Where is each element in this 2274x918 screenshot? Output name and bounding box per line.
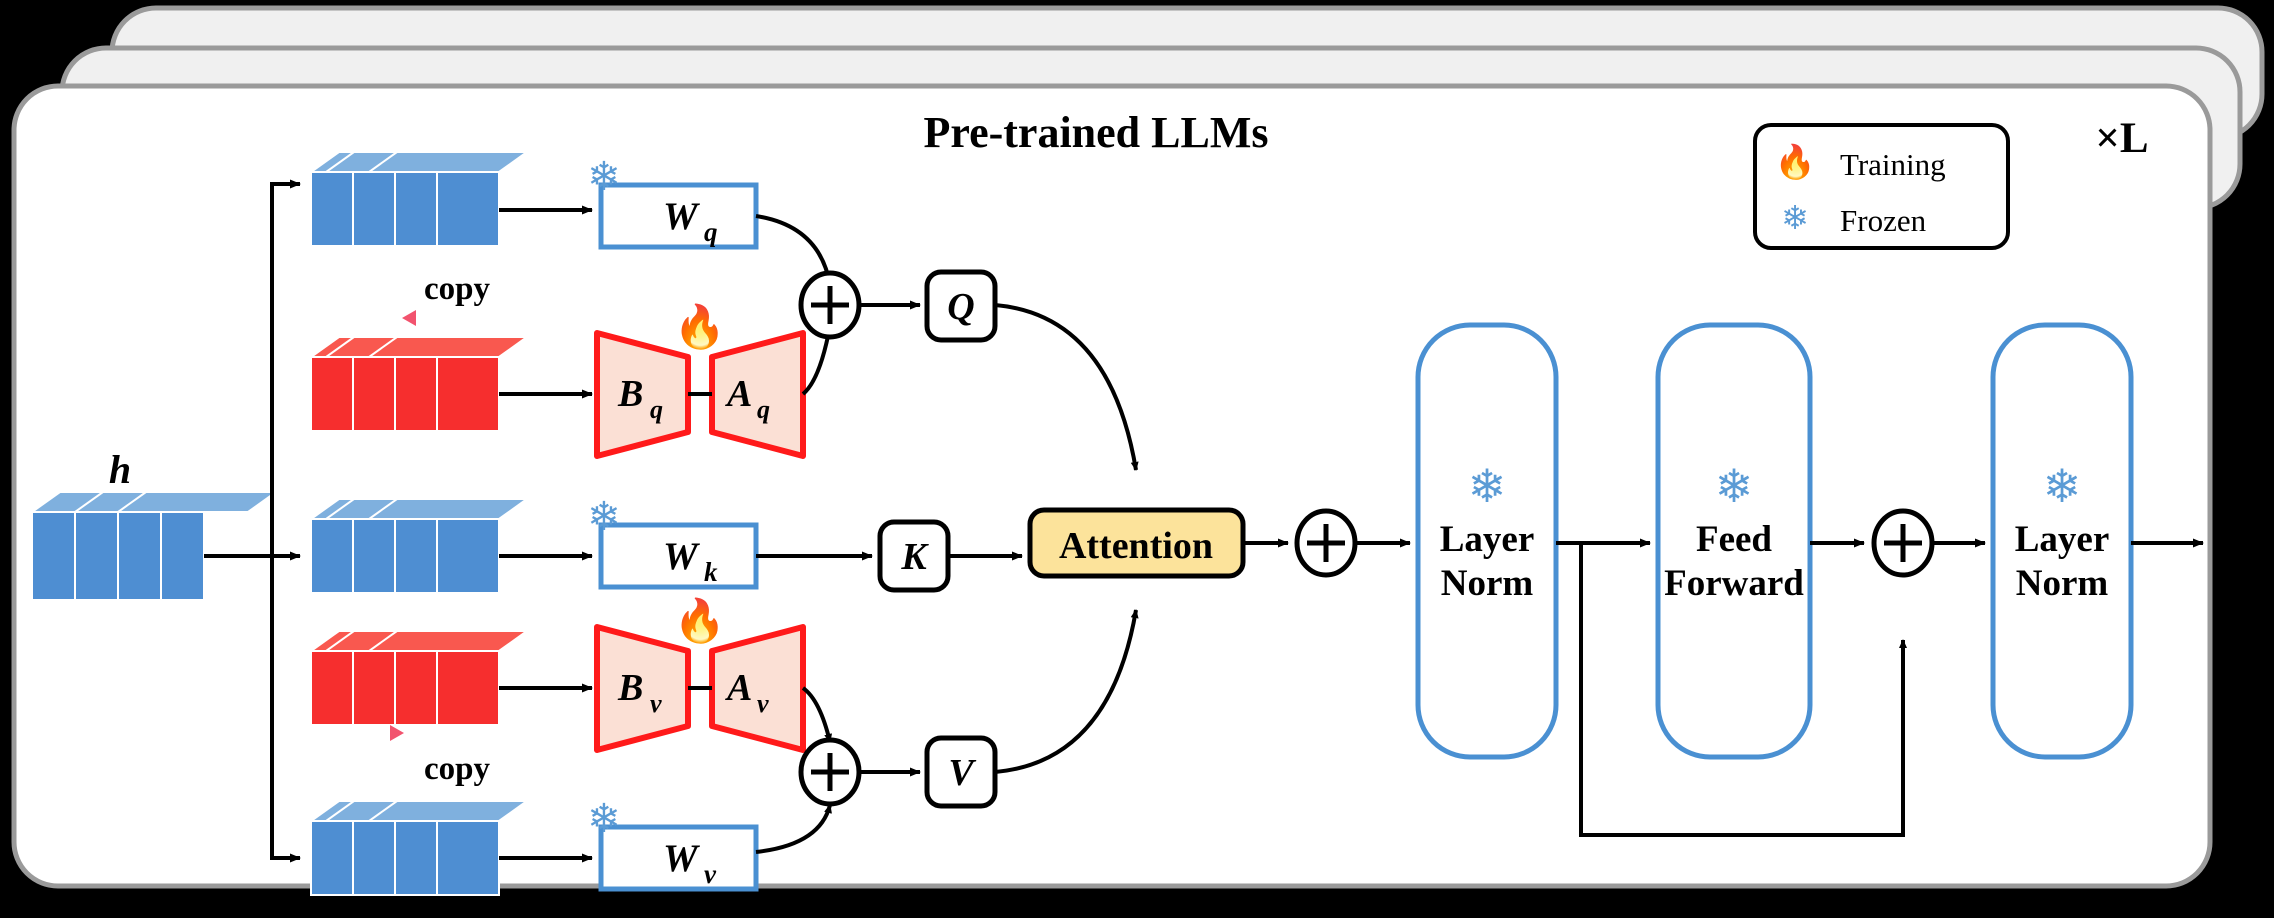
weight-label-wv: W: [663, 837, 700, 880]
snowflake-icon: ❄: [587, 494, 621, 540]
weight-sub-wv: v: [704, 859, 717, 889]
lora-b-q-label: B: [617, 373, 643, 415]
layer-norm-2: ❄ Layer Norm: [1990, 322, 2134, 760]
copy-label-q: copy: [424, 271, 491, 307]
lora-a-v-sub: v: [757, 689, 769, 718]
lora-a-q-sub: q: [757, 395, 770, 424]
fire-icon: 🔥: [674, 596, 726, 645]
lora-b-v: [594, 624, 691, 753]
feed-forward: ❄ Feed Forward: [1655, 322, 1813, 760]
lora-a-q-label: A: [725, 373, 752, 415]
legend-label-training: Training: [1840, 147, 1946, 182]
legend-label-frozen: Frozen: [1840, 203, 1927, 238]
copy-edge-v: copy: [390, 725, 491, 787]
layer-norm-2-line2: Norm: [2016, 563, 2109, 604]
weight-sub-wq: q: [704, 217, 718, 247]
lora-b-v-sub: v: [650, 689, 662, 718]
repeat-badge: ×L: [2095, 115, 2148, 162]
page-title: Pre-trained LLMs: [923, 108, 1268, 157]
snowflake-icon: ❄: [1468, 459, 1507, 513]
value-output-box: V: [924, 735, 998, 809]
key-output-box: K: [877, 519, 951, 593]
attention-label: Attention: [1059, 525, 1213, 567]
query-frozen-cube: [307, 151, 531, 247]
attention-residual-sum: [1294, 508, 1358, 578]
hidden-state-cube: h: [28, 447, 280, 601]
query-trainable-cube: [307, 336, 531, 432]
value-label: V: [948, 752, 976, 794]
lora-a-v-label: A: [725, 667, 752, 709]
lora-b-q: [594, 330, 691, 459]
weight-box-wk: W k ❄: [587, 494, 759, 590]
ffn-residual-sum: [1871, 508, 1935, 578]
layer-norm-2-line1: Layer: [2015, 519, 2110, 560]
lora-b-v-label: B: [617, 667, 643, 709]
lora-a-q: [709, 330, 806, 459]
value-frozen-cube: [307, 800, 531, 896]
attention-block[interactable]: Attention: [1027, 507, 1246, 579]
snowflake-icon: ❄: [1715, 459, 1754, 513]
lora-adapter-q: B q A q 🔥: [594, 302, 806, 459]
layer-norm-1-line1: Layer: [1440, 519, 1535, 560]
query-output-box: Q: [924, 269, 998, 343]
layer-norm-1: ❄ Layer Norm: [1415, 322, 1559, 760]
legend-box: [1753, 123, 2010, 250]
copy-edge-q: copy: [400, 253, 491, 326]
copy-label-v: copy: [424, 751, 491, 787]
snowflake-icon: ❄: [1781, 198, 1809, 237]
attention-residual-sum-q: [798, 270, 862, 340]
lora-adapter-v: B v A v 🔥: [594, 596, 806, 753]
feed-forward-line2: Forward: [1664, 563, 1804, 604]
feed-forward-line1: Feed: [1696, 519, 1772, 560]
weight-box-wv: W v ❄: [587, 796, 759, 892]
lora-a-v: [709, 624, 806, 753]
weight-box-wq: W q ❄: [587, 154, 759, 250]
snowflake-icon: ❄: [2043, 459, 2082, 513]
value-sum: [798, 737, 862, 807]
lora-b-q-sub: q: [650, 395, 663, 424]
value-trainable-cube: [307, 630, 531, 726]
snowflake-icon: ❄: [587, 796, 621, 842]
input-label: h: [109, 447, 131, 492]
weight-label-wk: W: [663, 535, 700, 578]
weight-label-wq: W: [663, 195, 700, 238]
snowflake-icon: ❄: [587, 154, 621, 200]
query-label: Q: [947, 286, 974, 328]
fire-icon: 🔥: [1774, 142, 1815, 181]
key-label: K: [900, 536, 929, 578]
weight-sub-wk: k: [704, 557, 718, 587]
layer-norm-1-line2: Norm: [1441, 563, 1534, 604]
fire-icon: 🔥: [674, 302, 726, 351]
legend: 🔥 Training ❄ Frozen: [1753, 123, 2010, 250]
key-frozen-cube: [307, 498, 531, 594]
